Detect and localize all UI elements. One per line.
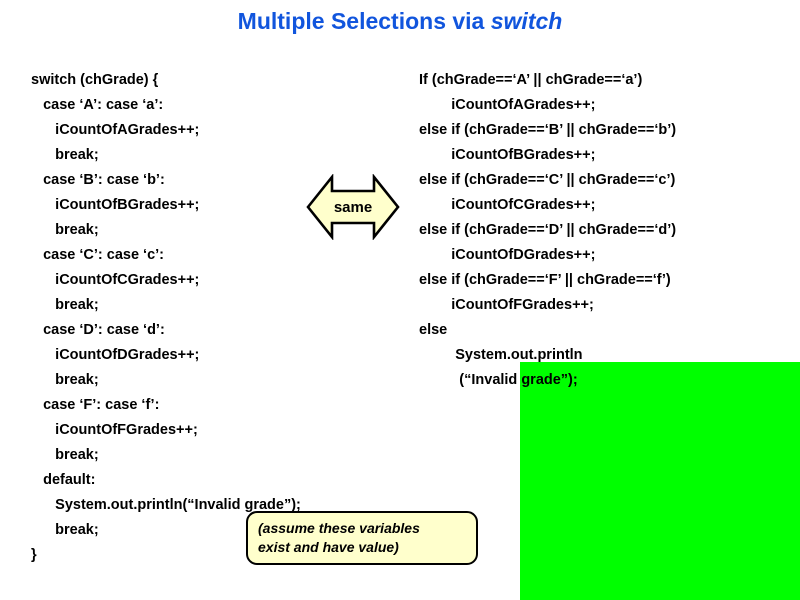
switch-code-line: case ‘F’: case ‘f’: [31,397,160,413]
switch-code-line: case ‘A’: case ‘a’: [31,97,164,113]
if-else-code-line: else if (chGrade==‘C’ || chGrade==‘c’) [419,172,676,188]
switch-code-block: switch (chGrade) { case ‘A’: case ‘a’: i… [31,68,411,568]
if-else-code-line: iCountOfAGrades++; [419,97,596,113]
if-else-code-line: iCountOfFGrades++; [419,297,594,313]
if-else-code-line: else if (chGrade==‘F’ || chGrade==‘f’) [419,272,671,288]
double-arrow-icon [306,174,400,240]
if-else-code-line: If (chGrade==‘A’ || chGrade==‘a’) [419,72,643,88]
switch-code-line: break; [31,297,99,313]
if-else-code-line: else [419,322,448,338]
switch-code-line: System.out.println(“Invalid grade”); [31,497,301,513]
if-else-code-line: (“Invalid grade”); [419,372,578,388]
same-double-arrow: same [306,174,400,240]
if-else-code-line: System.out.println [419,347,583,363]
switch-code-line: case ‘C’: case ‘c’: [31,247,164,263]
if-else-code-line: else if (chGrade==‘D’ || chGrade==‘d’) [419,222,677,238]
switch-code-line: break; [31,222,99,238]
switch-code-line: break; [31,522,99,538]
if-else-code-line: iCountOfBGrades++; [419,147,596,163]
page-title: Multiple Selections via switch [0,8,800,35]
switch-code-line: default: [31,472,96,488]
if-else-code-line: iCountOfDGrades++; [419,247,596,263]
switch-code-line: break; [31,372,99,388]
switch-code-line: case ‘D’: case ‘d’: [31,322,165,338]
assume-callout-line-1: (assume these variables [258,520,420,536]
green-placeholder-rectangle [520,362,800,600]
if-else-code-block: If (chGrade==‘A’ || chGrade==‘a’) iCount… [419,68,789,393]
switch-code-line: switch (chGrade) { [31,72,159,88]
if-else-code-line: iCountOfCGrades++; [419,197,596,213]
switch-code-line: break; [31,147,99,163]
switch-code-line: iCountOfDGrades++; [31,347,200,363]
switch-code-line: iCountOfBGrades++; [31,197,200,213]
switch-code-line: iCountOfAGrades++; [31,122,200,138]
assume-callout-line-2: exist and have value) [258,539,399,555]
switch-code-line: } [31,547,37,563]
switch-code-line: iCountOfCGrades++; [31,272,200,288]
switch-code-line: case ‘B’: case ‘b’: [31,172,165,188]
page-title-keyword: switch [490,8,563,34]
if-else-code-line: else if (chGrade==‘B’ || chGrade==‘b’) [419,122,677,138]
assume-variables-callout: (assume these variables exist and have v… [246,511,478,565]
switch-code-line: iCountOfFGrades++; [31,422,198,438]
page-title-text: Multiple Selections via [237,8,491,34]
switch-code-line: break; [31,447,99,463]
